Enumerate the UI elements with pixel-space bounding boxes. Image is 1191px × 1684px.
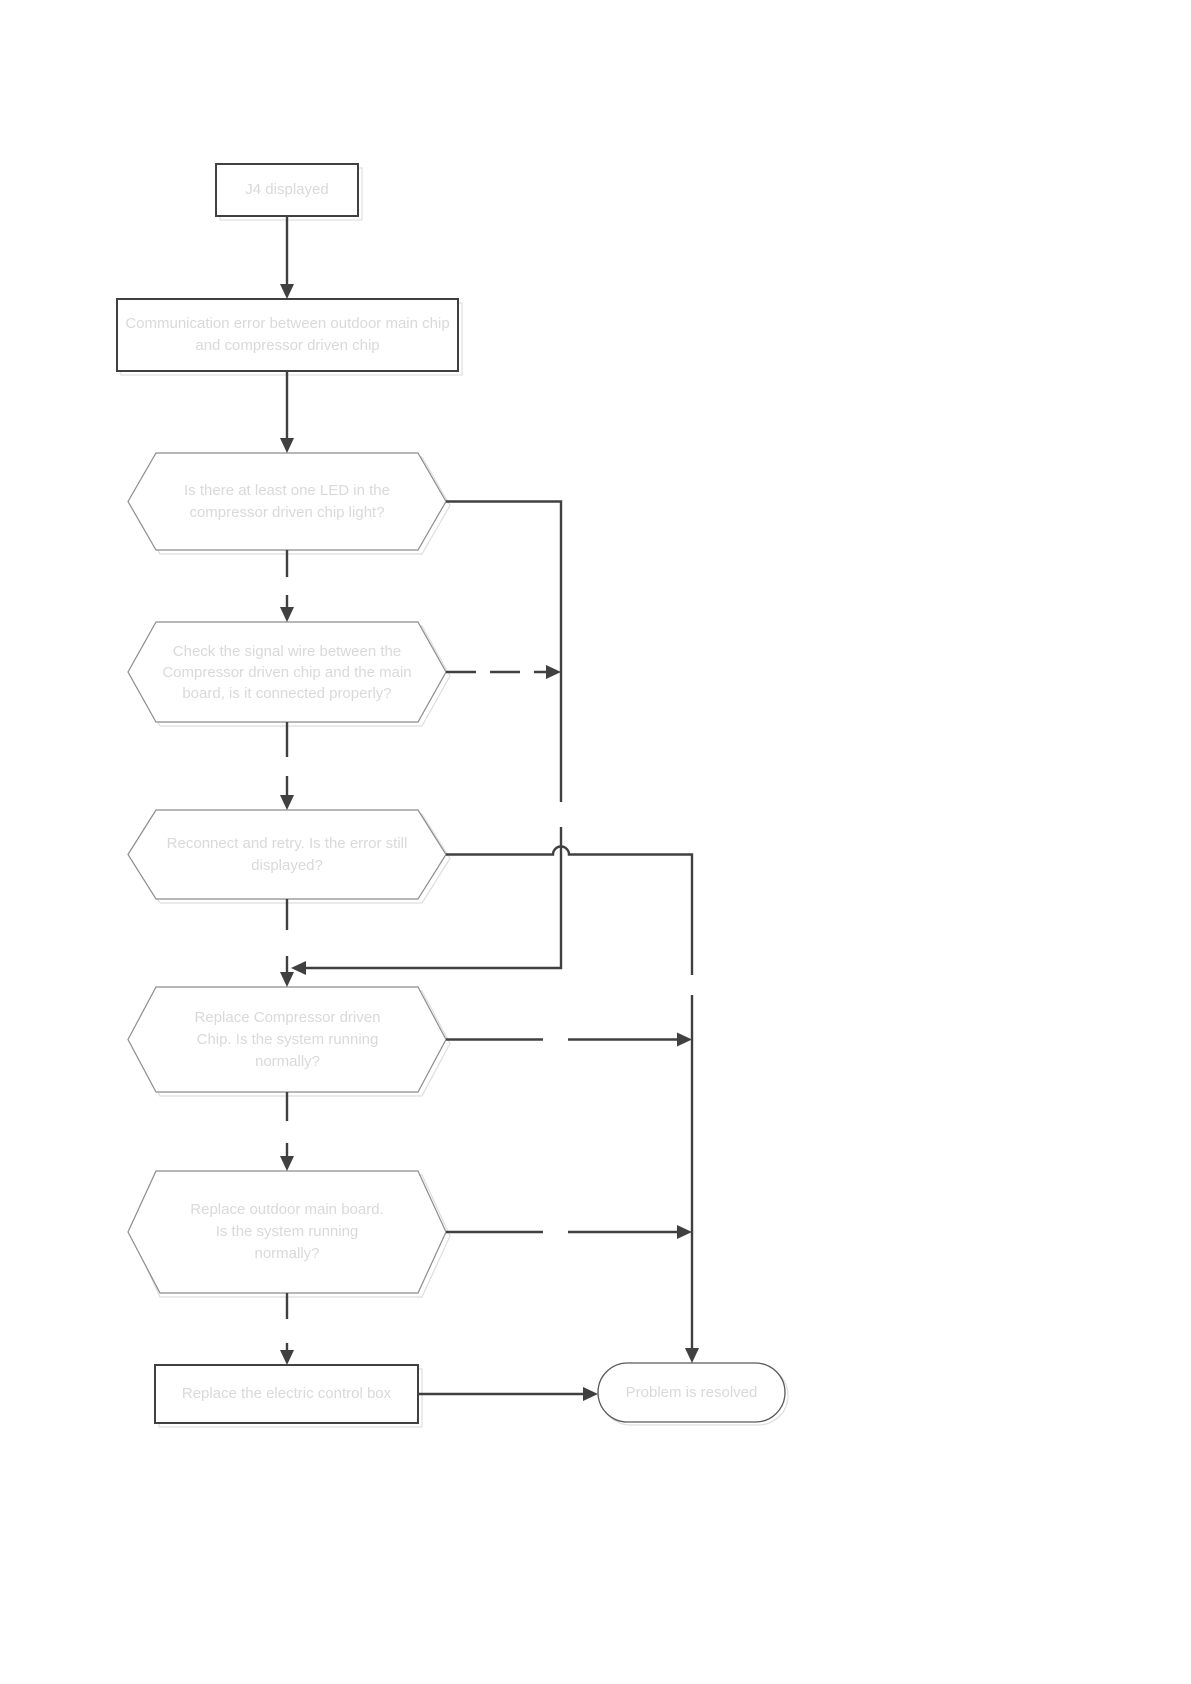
node-start-label: J4 displayed <box>245 181 329 198</box>
node-q-replace-board: Replace outdoor main board. Is the syste… <box>187 1171 387 1293</box>
connector-qled-return-branch <box>291 500 563 975</box>
connector-qreplacechip-to-qreplaceboard <box>280 1092 294 1171</box>
node-resolved: Problem is resolved <box>598 1363 785 1422</box>
node-replace-box: Replace the electric control box <box>155 1365 418 1423</box>
node-start: J4 displayed <box>216 164 358 216</box>
connector-qsignal-branch-dashed <box>446 665 561 679</box>
node-shapes <box>116 163 786 1424</box>
node-q-reconnect-label: Reconnect and retry. Is the error still … <box>166 834 408 874</box>
node-q-replace-chip: Replace Compressor driven Chip. Is the s… <box>180 987 395 1092</box>
node-q-reconnect: Reconnect and retry. Is the error still … <box>157 810 417 899</box>
shape-error-desc <box>116 298 459 372</box>
connector-error-to-qled <box>280 371 294 453</box>
connector-qreplaceboard-branch-dashed <box>446 1225 692 1239</box>
connector-qreconnect-to-resolved <box>446 845 699 1363</box>
connector-qreconnect-to-qreplacechip <box>280 899 294 987</box>
connector-qled-to-qsignal <box>280 550 294 622</box>
node-q-replace-board-label: Replace outdoor main board. Is the syste… <box>190 1201 384 1262</box>
node-q-signal-wire: Check the signal wire between the Compre… <box>152 622 422 722</box>
connector-qreplacechip-branch-dashed <box>446 1032 692 1047</box>
connector-start-to-error <box>280 216 294 299</box>
shape-start <box>215 163 359 217</box>
node-error-desc: Communication error between outdoor main… <box>117 299 458 371</box>
node-q-led-label: Is there at least one LED in the compres… <box>184 481 390 521</box>
shape-resolved <box>597 1362 786 1423</box>
node-replace-box-label: Replace the electric control box <box>181 1385 392 1402</box>
node-q-replace-chip-label: Replace Compressor driven Chip. Is the s… <box>194 1008 381 1070</box>
shape-replace-box <box>154 1364 419 1424</box>
node-q-signal-wire-label: Check the signal wire between the Compre… <box>162 642 412 702</box>
node-resolved-label: Problem is resolved <box>625 1383 758 1401</box>
node-q-led: Is there at least one LED in the compres… <box>167 453 407 550</box>
connector-qsignal-to-qreconnect <box>280 722 294 810</box>
connector-qreplaceboard-to-replacebox <box>280 1293 294 1365</box>
connector-replacebox-to-resolved <box>418 1387 598 1401</box>
node-error-desc-label: Communication error between outdoor main… <box>125 315 450 354</box>
